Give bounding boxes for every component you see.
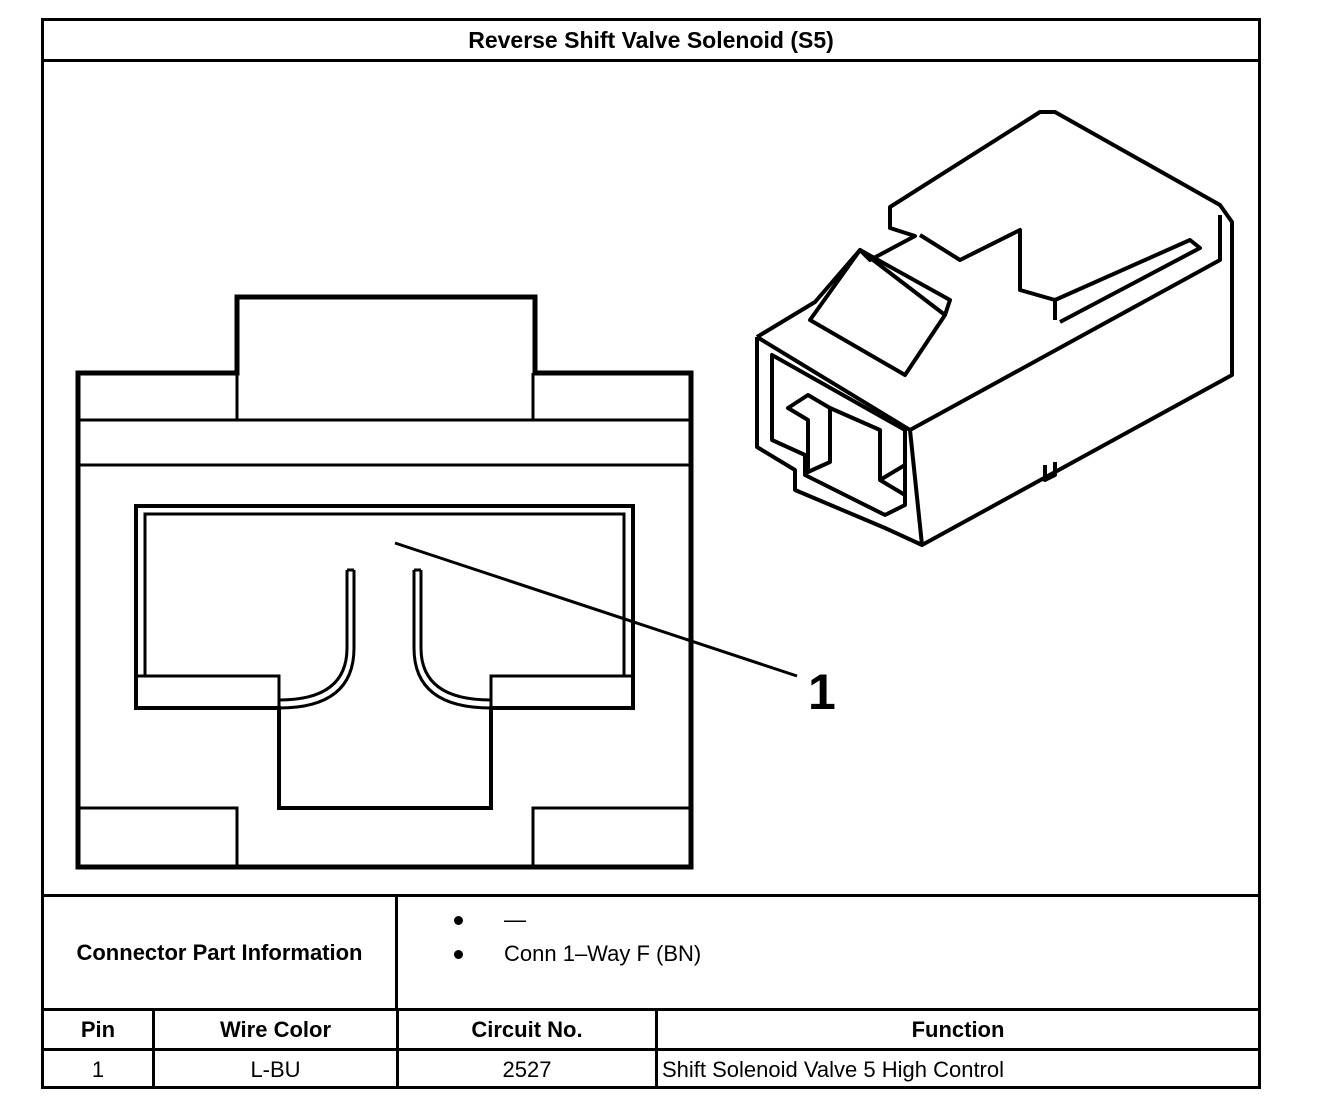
connector-part-info-label: Connector Part Information (44, 897, 398, 1008)
cell-wire-color: L-BU (250, 1057, 301, 1082)
header-wire-color: Wire Color (219, 1016, 332, 1042)
bullet-icon (454, 915, 463, 925)
pin-table: Pin Wire Color Circuit No. Function 1 L-… (44, 1011, 1258, 1089)
cell-function: Shift Solenoid Valve 5 High Control (662, 1057, 1005, 1082)
header-function: Function (911, 1016, 1005, 1042)
table-divider (44, 1048, 1258, 1051)
cell-circuit-no: 2527 (502, 1057, 552, 1082)
page-title: Reverse Shift Valve Solenoid (S5) (44, 21, 1258, 62)
connector-description: Conn 1–Way F (BN) (504, 941, 702, 966)
connector-face-view-icon (75, 294, 798, 870)
connector-part-info-list: — Conn 1–Way F (BN) (399, 897, 1258, 1008)
connector-sheet: Reverse Shift Valve Solenoid (S5) (41, 18, 1261, 1089)
cell-pin: 1 (91, 1057, 105, 1082)
table-divider (655, 1011, 658, 1089)
pin-callout-label: 1 (808, 664, 836, 720)
header-circuit-no: Circuit No. (471, 1016, 583, 1042)
connector-isometric-icon (755, 110, 1234, 547)
connector-part-number: — (504, 907, 526, 932)
header-pin: Pin (80, 1016, 116, 1042)
list-item: — (399, 905, 1258, 935)
bullet-icon (454, 949, 463, 959)
list-item: Conn 1–Way F (BN) (399, 939, 1258, 969)
connector-drawing: 1 (75, 110, 1234, 870)
connector-part-info-row: Connector Part Information — Conn 1–Way … (44, 894, 1258, 1011)
table-divider (152, 1011, 155, 1089)
table-divider (396, 1011, 399, 1089)
